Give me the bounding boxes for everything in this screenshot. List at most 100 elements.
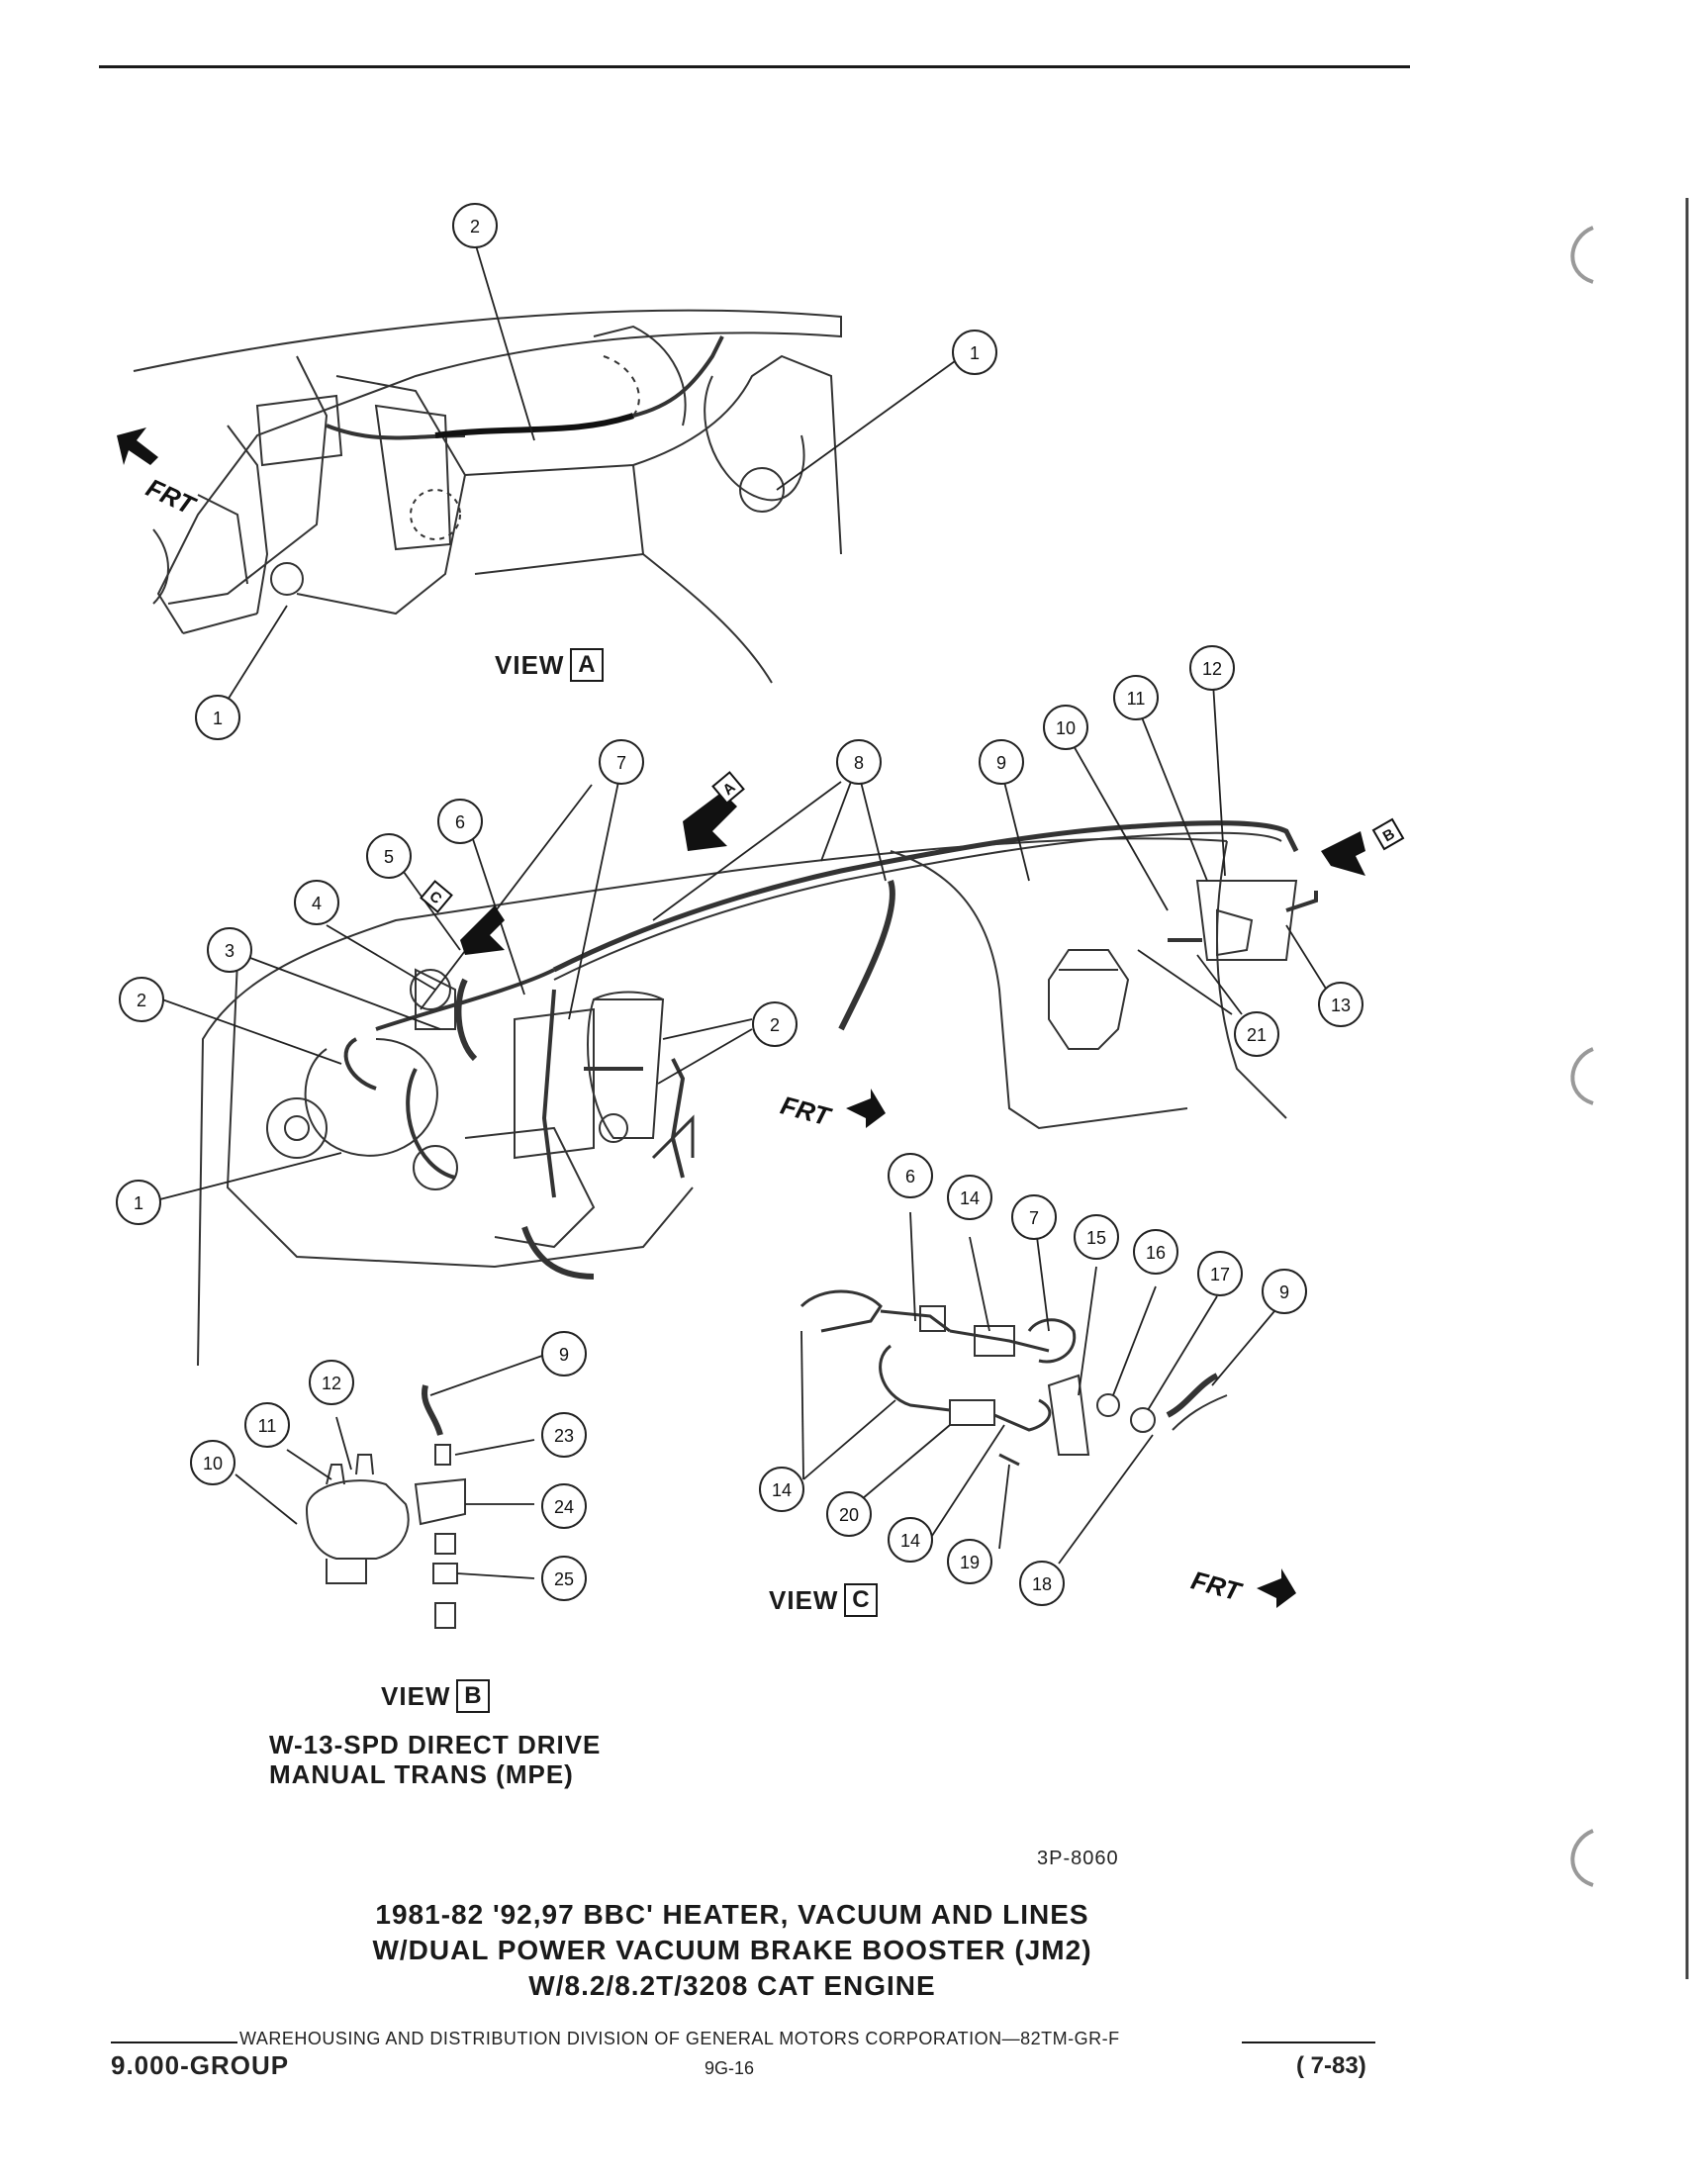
view-a-letter-box: A [570,648,605,682]
footer-center-text: WAREHOUSING AND DISTRIBUTION DIVISION OF… [239,2029,1120,2048]
callout-c-7 [1011,1194,1057,1240]
binder-marks [1570,198,1689,1979]
view-b-label: VIEW B [381,1679,491,1713]
callout-number: 9 [559,1345,569,1365]
callout-number: 10 [203,1454,223,1473]
callout-number: 20 [839,1505,859,1525]
callout-number: 6 [905,1167,915,1187]
view-c-label: VIEW C [769,1583,879,1617]
callout-main-6 [437,799,483,844]
callout-number: 9 [1279,1282,1289,1302]
callout-a-2 [452,203,498,248]
callout-number: 7 [616,753,626,773]
footer-rule-left [111,2042,237,2043]
callout-main-2-right [752,1001,798,1047]
callout-main-21 [1234,1011,1279,1057]
arrow-boxes [420,771,1405,913]
callout-number: 1 [213,709,223,728]
callout-number: 18 [1032,1574,1052,1594]
callout-number: 14 [900,1531,920,1551]
view-c-arrow-box [420,880,453,913]
callout-b-9 [541,1331,587,1377]
callout-number: 11 [1127,689,1146,709]
callout-number: 11 [258,1416,277,1436]
callout-c-6 [888,1153,933,1198]
view-a-word: VIEW [495,649,565,680]
callout-number: 12 [322,1374,341,1393]
frt-label-view-c: FRT [1188,1565,1246,1606]
figure-code: 3P-8060 [1037,1848,1119,1869]
view-b-caption-line1: W-13-SPD DIRECT DRIVE [269,1730,602,1759]
callout-c-19 [947,1539,992,1584]
callout-number: 3 [225,941,235,961]
callout-main-13 [1318,982,1363,1027]
callout-c-20 [826,1491,872,1537]
callout-main-11 [1113,675,1159,720]
callout-c-14-top [947,1175,992,1220]
callout-main-7 [599,739,644,785]
callout-number: 2 [770,1015,780,1035]
callout-c-14-left [759,1467,804,1512]
callout-main-3 [207,927,252,973]
view-b-caption: W-13-SPD DIRECT DRIVE MANUAL TRANS (MPE) [269,1730,601,1789]
view-a-arrow-box [711,771,745,805]
view-c-word: VIEW [769,1584,839,1615]
callout-b-10 [190,1440,235,1485]
callout-main-2-left [119,977,164,1022]
footer-date: ( 7-83) [1296,2052,1366,2079]
view-b-arrow-box [1371,817,1405,851]
callout-number: 10 [1056,718,1076,738]
callout-number: 24 [554,1497,574,1517]
callout-c-17 [1197,1251,1243,1296]
callouts [116,203,1363,1606]
main-view-drawing [197,820,1318,1367]
title-line2: W/DUAL POWER VACUUM BRAKE BOOSTER (JM2) [372,1935,1092,1965]
callout-number: 1 [970,343,980,363]
view-b-caption-line2: MANUAL TRANS (MPE) [269,1759,574,1789]
callout-c-9 [1262,1269,1307,1314]
frt-label-main: FRT [778,1090,835,1131]
callout-main-5 [366,833,412,879]
view-c-letter-box: C [844,1583,879,1617]
title-line1: 1981-82 '92,97 BBC' HEATER, VACUUM AND L… [375,1899,1089,1930]
callout-number: 9 [996,753,1006,773]
callout-number: 13 [1331,996,1351,1015]
frt-label-view-a: FRT [141,472,201,521]
callout-main-12 [1189,645,1235,691]
callout-number: 12 [1202,659,1222,679]
view-a-label: VIEW A [495,648,605,682]
callout-number: 23 [554,1426,574,1446]
diagram-canvas: A B C FRT FRT FRT [116,203,1405,1629]
binder-hole-middle [1570,1047,1594,1105]
view-c-arrow [460,905,505,955]
binder-hole-bottom [1570,1829,1594,1887]
callout-main-1 [116,1180,161,1225]
view-b-letter-box: B [456,1679,491,1713]
callout-c-18 [1019,1561,1065,1606]
view-b-arrow [1321,831,1365,876]
frt-arrow-view-a [117,427,158,465]
callout-b-23 [541,1412,587,1458]
callout-c-14-bottom [888,1517,933,1563]
callout-b-11 [244,1402,290,1448]
footer-page-number: 9G-16 [705,2058,755,2078]
view-a-drawing [133,309,842,684]
callout-main-10 [1043,705,1088,750]
leader-lines [147,241,1337,1579]
callout-b-12 [309,1360,354,1405]
view-c-drawing [799,1289,1228,1467]
frt-arrow-main [846,1089,886,1128]
callout-number: 14 [960,1188,980,1208]
callout-a-1-top [952,330,997,375]
direction-arrows [117,427,1365,1608]
callout-main-4 [294,880,339,925]
callout-number: 2 [470,217,480,237]
callout-number: 2 [137,991,146,1010]
callout-number: 6 [455,812,465,832]
callout-number: 8 [854,753,864,773]
binder-hole-top [1570,226,1594,284]
view-b-drawing [305,1384,466,1629]
callout-number: 21 [1247,1025,1267,1045]
callout-number: 17 [1210,1265,1230,1284]
view-b-word: VIEW [381,1680,451,1711]
